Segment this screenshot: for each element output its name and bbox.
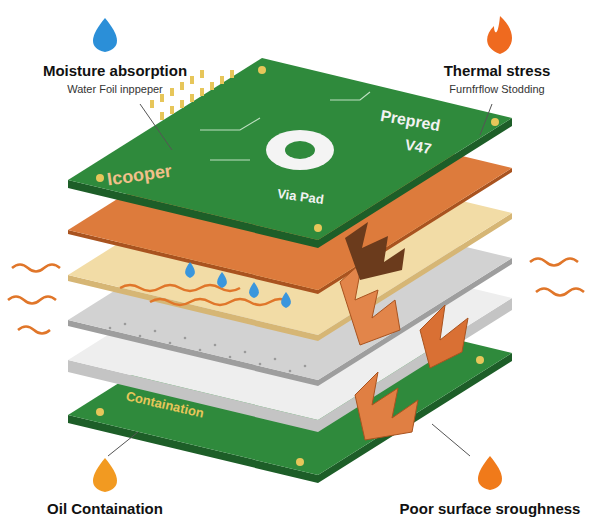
heading-label: Poor surface sroughness [400,500,581,517]
subtitle-label: Furnfrflow Stodding [449,83,544,96]
subtitle-label: Water Foil inppeper [67,83,163,96]
heading-label: Thermal stress [444,62,551,79]
heading-label: Moisture absorption [43,62,187,79]
heading-label: Oil Containation [47,500,163,517]
